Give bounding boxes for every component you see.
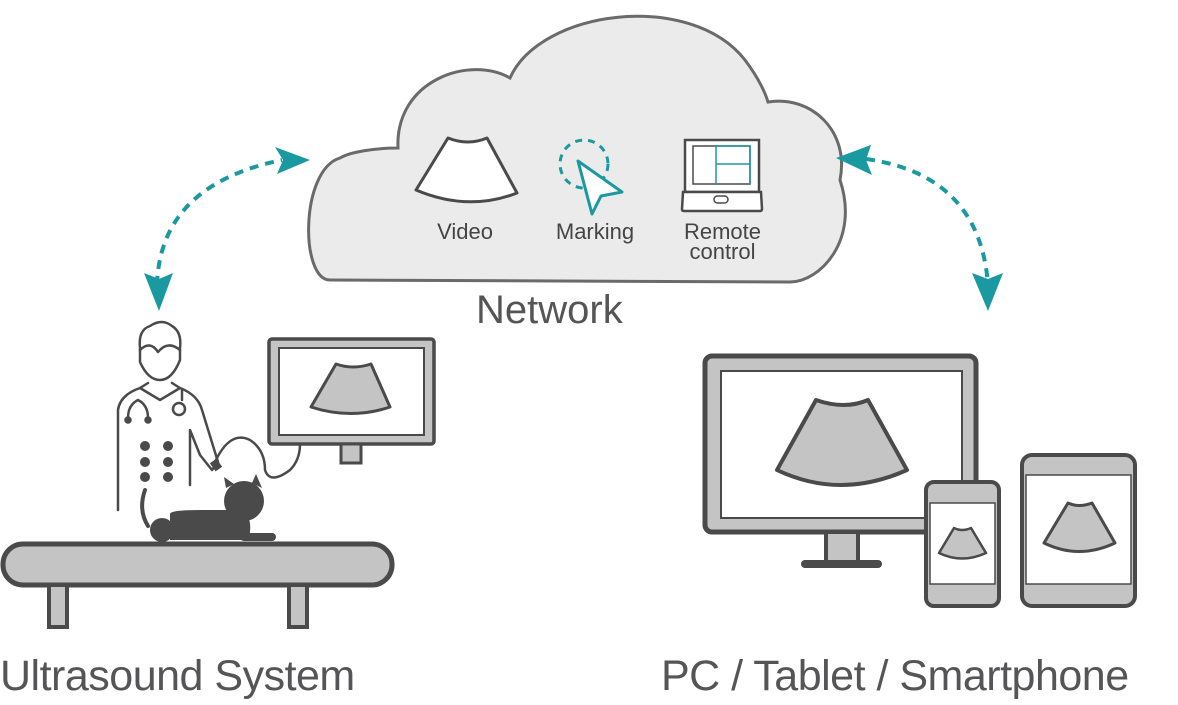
tablet-device (1020, 453, 1137, 608)
right-connection-arrow (836, 145, 1003, 311)
ultrasound-monitor (267, 337, 436, 465)
smartphone-device (924, 480, 1001, 608)
marking-label: Marking (555, 219, 635, 244)
laptop-icon (680, 138, 764, 213)
coat-buttons (140, 441, 173, 482)
video-label: Video (437, 219, 493, 244)
remote-control-label-line1: Remote (683, 219, 762, 244)
pc-monitor (702, 353, 979, 568)
cursor-marking-icon (558, 138, 624, 216)
network-cloud (307, 14, 847, 284)
ultrasound-probe-icon (209, 458, 223, 472)
pc-tablet-smartphone-label: PC / Tablet / Smartphone (661, 652, 1129, 700)
remote-control-label-line2: control (689, 239, 756, 264)
remote-control-label: Remote control (670, 219, 775, 264)
network-label: Network (476, 288, 623, 332)
left-connection-arrow (144, 147, 310, 311)
cat-patient-icon (150, 474, 276, 542)
ultrasound-system-label: Ultrasound System (0, 652, 355, 700)
ultrasound-fan-icon (414, 136, 519, 204)
doctor-figure (116, 320, 302, 528)
exam-table (0, 541, 395, 629)
